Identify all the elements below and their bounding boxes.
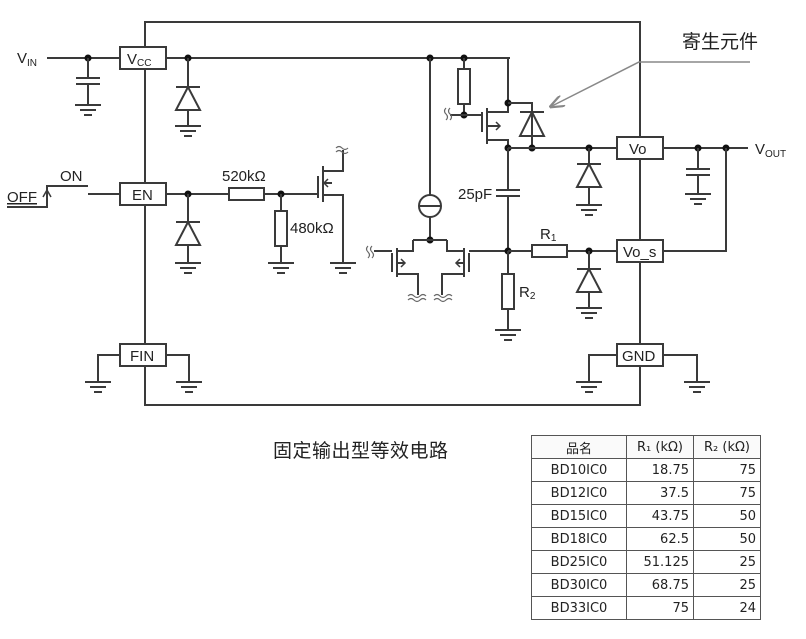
en-nmos-transistor: [312, 145, 357, 274]
current-source: [418, 54, 442, 244]
ground-icon: [74, 104, 102, 116]
ic-outline: [144, 21, 641, 406]
table-header-row: 品名 R₁ (kΩ) R₂ (kΩ): [531, 435, 761, 459]
part-name: BD25IC0: [531, 550, 627, 574]
vo-clamp-diode: [575, 148, 603, 216]
parasitic-diode: [508, 102, 546, 152]
header-part-name: 品名: [531, 435, 627, 459]
r2-value: 75: [693, 458, 761, 482]
part-name: BD10IC0: [531, 458, 627, 482]
diagram-caption: 固定输出型等效电路: [273, 440, 449, 462]
r2-value: 75: [693, 481, 761, 505]
pin-en: EN: [119, 182, 167, 206]
r1-value: 18.75: [626, 458, 694, 482]
part-name: BD12IC0: [531, 481, 627, 505]
r1-value: 62.5: [626, 527, 694, 551]
pin-fin: FIN: [84, 343, 203, 393]
r2-value: 50: [693, 527, 761, 551]
parasitic-annotation: 寄生元件: [552, 31, 758, 106]
output-pmos: [443, 54, 512, 152]
part-name: BD33IC0: [531, 596, 627, 620]
r2-value: 25: [693, 550, 761, 574]
pin-vcc: VCC: [119, 46, 167, 70]
resistor-r1: R1: [508, 226, 617, 258]
part-name: BD15IC0: [531, 504, 627, 528]
svg-text:R1: R1: [540, 226, 557, 244]
svg-text:25pF: 25pF: [458, 186, 492, 203]
pin-gnd: GND: [575, 343, 711, 393]
svg-text:GND: GND: [622, 348, 656, 365]
svg-text:EN: EN: [132, 187, 153, 204]
r1-value: 68.75: [626, 573, 694, 597]
r1-value: 43.75: [626, 504, 694, 528]
vin-label: VIN: [17, 50, 37, 69]
enable-switch: OFF ON: [7, 168, 120, 208]
svg-text:Vo: Vo: [629, 141, 647, 158]
r1-value: 37.5: [626, 481, 694, 505]
svg-text:寄生元件: 寄生元件: [682, 31, 758, 53]
vout-label: VOUT: [755, 141, 786, 160]
vcc-clamp-diode: [174, 58, 202, 137]
capacitor-25pf: 25pF: [458, 148, 520, 251]
svg-text:FIN: FIN: [130, 348, 154, 365]
r2-value: 25: [693, 573, 761, 597]
svg-text:VCC: VCC: [127, 51, 151, 69]
pin-vo: Vo: [616, 136, 664, 160]
vos-clamp-diode: [575, 251, 603, 319]
header-r2: R₂ (kΩ): [693, 435, 761, 459]
resistor-480k: 480kΩ: [267, 194, 334, 274]
svg-text:520kΩ: 520kΩ: [222, 168, 266, 185]
differential-pair: [365, 239, 510, 303]
r1-value: 51.125: [626, 550, 694, 574]
svg-text:Vo_s: Vo_s: [623, 244, 656, 261]
part-name: BD18IC0: [531, 527, 627, 551]
en-clamp-diode: [174, 194, 202, 274]
vin-input: VIN: [17, 50, 120, 116]
r1-value: 75: [626, 596, 694, 620]
part-name: BD30IC0: [531, 573, 627, 597]
svg-text:OFF: OFF: [7, 189, 37, 206]
r2-value: 50: [693, 504, 761, 528]
header-r1: R₁ (kΩ): [626, 435, 694, 459]
svg-text:ON: ON: [60, 168, 83, 185]
pin-vo-s: Vo_s: [616, 239, 664, 263]
resistor-r2: R2: [494, 251, 536, 341]
r2-value: 24: [693, 596, 761, 620]
resistor-520k: 520kΩ: [222, 168, 266, 201]
output-capacitor: [684, 148, 712, 205]
svg-text:R2: R2: [519, 284, 536, 302]
svg-text:480kΩ: 480kΩ: [290, 220, 334, 237]
